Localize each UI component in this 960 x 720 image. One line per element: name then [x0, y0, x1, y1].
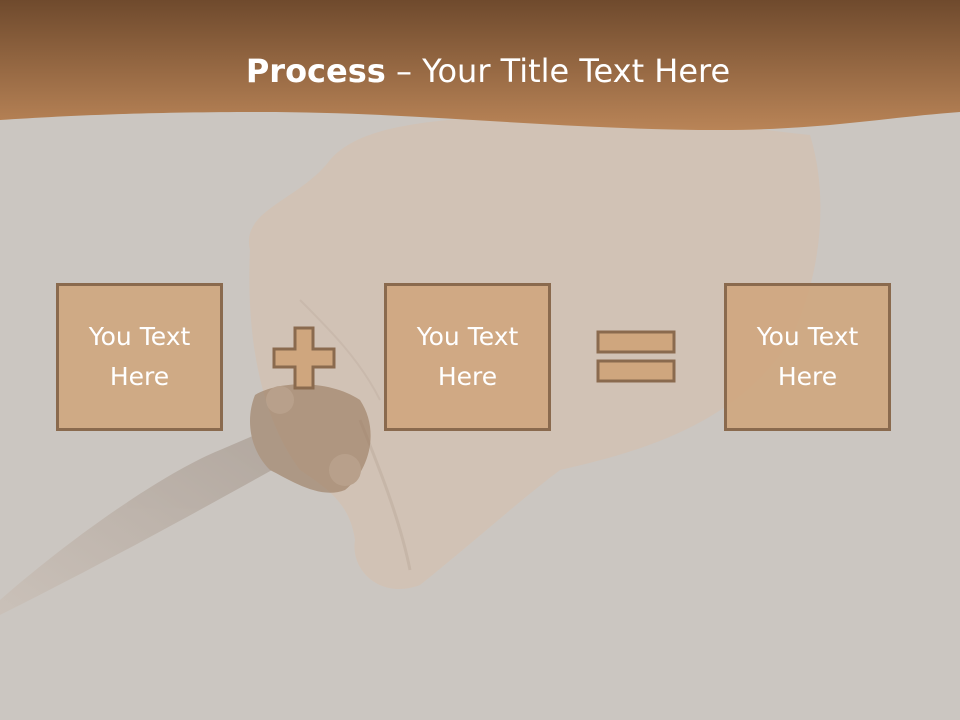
knife-photo [0, 384, 371, 615]
title-bold: Process [245, 52, 386, 90]
process-box-2-text: You Text Here [416, 322, 519, 391]
process-box-3[interactable]: You Text Here [724, 283, 891, 431]
process-box-1[interactable]: You Text Here [56, 283, 223, 431]
process-box-3-text: You Text Here [756, 322, 859, 391]
process-box-1-text: You Text Here [88, 322, 191, 391]
title-rest: – Your Title Text Here [385, 52, 731, 90]
title-banner [0, 0, 960, 130]
plus-icon [272, 326, 336, 390]
process-box-2[interactable]: You Text Here [384, 283, 551, 431]
equals-icon [596, 330, 676, 383]
slide-title: Process – Your Title Text Here [0, 52, 960, 90]
